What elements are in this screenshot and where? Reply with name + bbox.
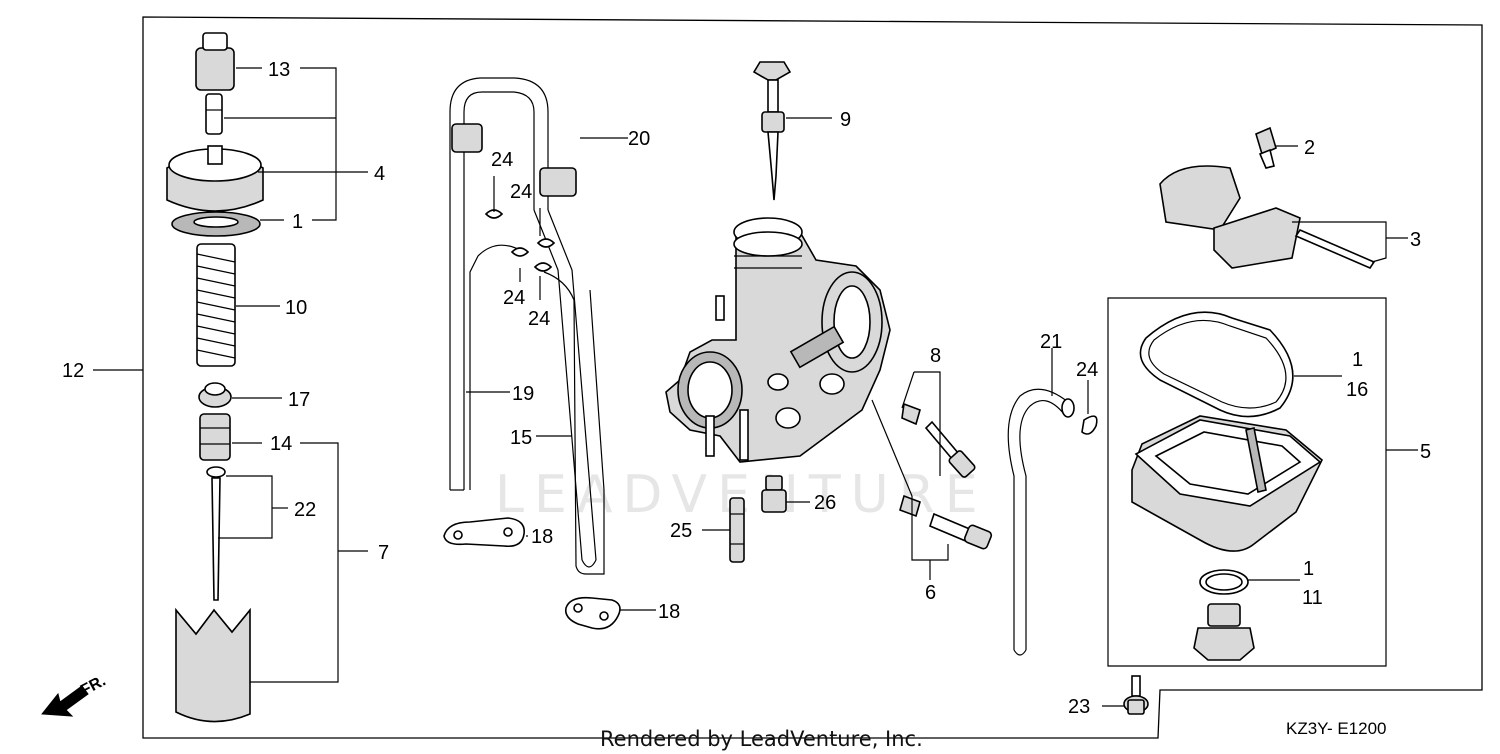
- part-10-spring[interactable]: [196, 243, 236, 367]
- part-cable-adjuster[interactable]: [205, 93, 223, 135]
- credit-text: Rendered by LeadVenture, Inc.: [600, 727, 923, 751]
- callout-4: 4: [374, 163, 385, 185]
- part-14-holder[interactable]: [199, 413, 231, 461]
- part-16-float-gasket[interactable]: [1139, 311, 1294, 418]
- part-24-clip-vent[interactable]: [1081, 415, 1098, 435]
- callout-24-b: 24: [510, 181, 532, 203]
- callout-9: 9: [840, 109, 851, 131]
- callout-22: 22: [294, 499, 316, 521]
- part-11-o-ring[interactable]: [1199, 569, 1249, 595]
- callout-6: 6: [925, 582, 936, 604]
- part-18-plate-b[interactable]: [564, 596, 621, 630]
- part-24-clips-hose[interactable]: [484, 209, 556, 272]
- callout-15: 15: [510, 427, 532, 449]
- assembly-frame: [142, 16, 1483, 739]
- callout-10: 10: [285, 297, 307, 319]
- callout-8: 8: [930, 345, 941, 367]
- callout-18-a: 18: [531, 526, 553, 548]
- part-26-jet[interactable]: [761, 475, 787, 513]
- callout-21: 21: [1040, 331, 1062, 353]
- part-15-hose[interactable]: [469, 244, 605, 575]
- part-2-float-valve[interactable]: [1255, 126, 1277, 169]
- callout-12: 12: [62, 360, 84, 382]
- part-25-needle-jet[interactable]: [729, 497, 745, 563]
- callout-14: 14: [270, 433, 292, 455]
- part-5-float-chamber[interactable]: [1131, 415, 1323, 552]
- part-4-top-cap[interactable]: [166, 145, 264, 212]
- part-8-pilot-screw[interactable]: [901, 402, 976, 478]
- part-18-plate-a[interactable]: [443, 517, 525, 548]
- carburetor-body[interactable]: [665, 217, 891, 463]
- part-3-float[interactable]: [1159, 165, 1376, 269]
- callout-3: 3: [1410, 229, 1421, 251]
- part-17-retainer[interactable]: [198, 382, 232, 408]
- part-drain-plug[interactable]: [1193, 603, 1255, 661]
- callout-20: 20: [628, 128, 650, 150]
- front-direction-arrow: [41, 685, 89, 717]
- callout-11: 11: [1302, 587, 1323, 609]
- part-20-hose[interactable]: [533, 167, 597, 568]
- part-21-vent-tube[interactable]: [1007, 388, 1075, 656]
- callout-18-b: 18: [658, 601, 680, 623]
- callout-25: 25: [670, 520, 692, 542]
- part-19-hose[interactable]: [449, 77, 549, 491]
- callout-24-a: 24: [491, 149, 513, 171]
- callout-24-c: 24: [503, 287, 525, 309]
- part-13-cap[interactable]: [195, 32, 235, 91]
- drawing-code: KZ3Y- E1200: [1286, 719, 1387, 738]
- part-22-jet-needle[interactable]: [206, 466, 226, 601]
- callout-24-d: 24: [528, 308, 550, 330]
- part-23-bolt[interactable]: [1123, 675, 1149, 715]
- callout-19: 19: [512, 383, 534, 405]
- callout-1-a: 1: [292, 211, 303, 233]
- callout-7: 7: [378, 542, 389, 564]
- part-9-air-screw[interactable]: [752, 61, 792, 201]
- callout-1-c: 1: [1303, 558, 1314, 580]
- part-7-throttle-valve[interactable]: [175, 607, 251, 723]
- callout-24-e: 24: [1076, 359, 1098, 381]
- part-6-screw-set[interactable]: [899, 494, 993, 550]
- callout-5: 5: [1420, 441, 1431, 463]
- callout-13: 13: [268, 59, 290, 81]
- callout-17: 17: [288, 389, 310, 411]
- callout-2: 2: [1304, 137, 1315, 159]
- callout-23: 23: [1068, 696, 1090, 718]
- callout-26: 26: [814, 492, 836, 514]
- part-1-gasket-top[interactable]: [171, 211, 261, 237]
- callout-16: 16: [1346, 379, 1368, 401]
- callout-1-b: 1: [1352, 349, 1363, 371]
